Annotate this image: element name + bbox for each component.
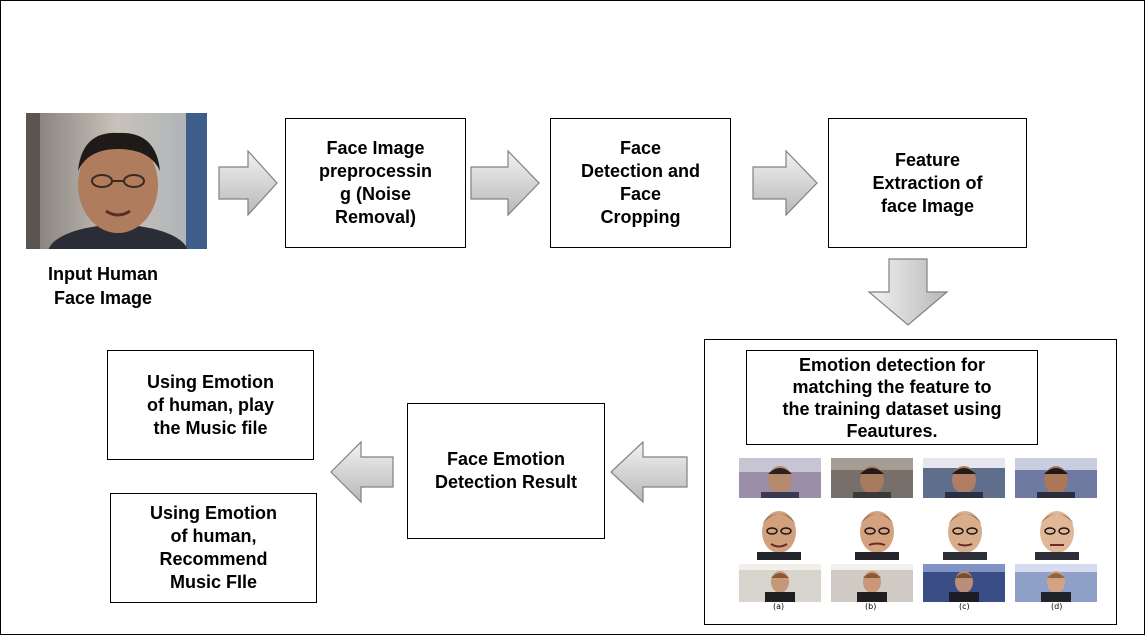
dataset-face-thumbnail <box>923 458 1005 498</box>
dataset-face-thumbnail <box>831 564 913 602</box>
arrow-down-icon <box>867 258 949 326</box>
dataset-face-thumbnail <box>739 564 821 602</box>
dataset-face-thumbnail <box>739 458 821 498</box>
dataset-caption: (a) <box>773 602 785 611</box>
face-detection-step-box: Face Detection and Face Cropping <box>550 118 731 248</box>
dataset-face-thumbnail <box>741 504 817 560</box>
dataset-face-thumbnail <box>1019 504 1095 560</box>
arrow-right-icon <box>752 149 818 217</box>
dataset-face-thumbnail <box>923 564 1005 602</box>
input-face-photo <box>26 113 207 249</box>
dataset-face-thumbnail <box>1015 458 1097 498</box>
dataset-face-thumbnail <box>1015 564 1097 602</box>
arrow-right-icon <box>470 149 540 217</box>
emotion-result-box: Face Emotion Detection Result <box>407 403 605 539</box>
arrow-left-icon <box>610 440 688 504</box>
dataset-face-thumbnail <box>927 504 1003 560</box>
emotion-detection-step-box: Emotion detection for matching the featu… <box>746 350 1038 445</box>
arrow-left-icon <box>330 440 394 504</box>
feature-extraction-step-box: Feature Extraction of face Image <box>828 118 1027 248</box>
dataset-face-thumbnail <box>831 458 913 498</box>
input-image-label: Input Human Face Image <box>48 264 158 308</box>
dataset-face-thumbnail <box>839 504 915 560</box>
dataset-caption: (c) <box>959 602 970 611</box>
training-dataset-grid: (a) (b) (c) (d) <box>739 458 1107 613</box>
preprocessing-step-box: Face Image preprocessin g (Noise Removal… <box>285 118 466 248</box>
recommend-music-box: Using Emotion of human, Recommend Music … <box>110 493 317 603</box>
dataset-caption: (b) <box>865 602 877 611</box>
dataset-caption: (d) <box>1051 602 1063 611</box>
arrow-right-icon <box>218 149 278 217</box>
play-music-box: Using Emotion of human, play the Music f… <box>107 350 314 460</box>
